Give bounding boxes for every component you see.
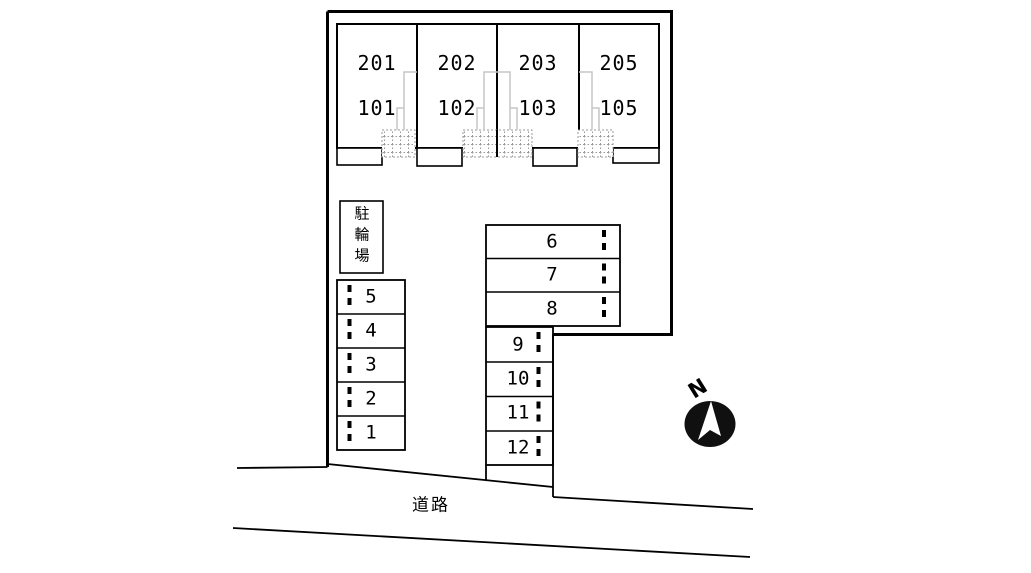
parking-space-9: 9 <box>512 333 524 356</box>
parking-space-5: 5 <box>365 285 377 308</box>
road-edge-left-stub <box>236 466 328 469</box>
unit-105-label: 105 <box>599 96 639 120</box>
parking-space-10: 10 <box>506 367 530 390</box>
stairs-icon-unit-203 <box>497 71 518 130</box>
unit-102-label: 102 <box>437 96 477 120</box>
parking-space-7: 7 <box>546 263 558 286</box>
parking-space-3: 3 <box>365 353 377 376</box>
parking-left-column <box>336 279 406 451</box>
parking-space-2: 2 <box>365 387 377 410</box>
unit-202-label: 202 <box>437 51 477 75</box>
entrance-hatch-3 <box>577 129 614 158</box>
parking-space-6: 6 <box>546 230 558 253</box>
property-boundary-top-right <box>327 10 673 336</box>
building-footing-right <box>612 147 660 164</box>
stairs-icon-unit-205 <box>579 71 600 130</box>
road-edge-lower <box>232 527 751 558</box>
unit-103-label: 103 <box>518 96 558 120</box>
parking-right-column <box>485 326 554 481</box>
road-edge-upper-right <box>552 496 754 510</box>
unit-201-label: 201 <box>357 51 397 75</box>
unit-101-label: 101 <box>357 96 397 120</box>
bicycle-parking-box <box>339 200 384 274</box>
parking-space-12: 12 <box>506 436 530 459</box>
bicycle-parking-label: 駐輪場 <box>352 205 371 269</box>
north-arrow <box>684 401 736 447</box>
unit-205-label: 205 <box>599 51 639 75</box>
parking-space-8: 8 <box>546 297 558 320</box>
unit-203-label: 203 <box>518 51 558 75</box>
road-label: 道路 <box>412 495 450 516</box>
property-front-edge <box>327 463 554 488</box>
parking-space-1: 1 <box>365 421 377 444</box>
building-footing-left <box>336 147 383 166</box>
compass-needle-icon <box>698 401 721 440</box>
stairs-icon-unit-201 <box>396 71 417 130</box>
entrance-step-2 <box>532 147 578 167</box>
parking-middle-rows <box>485 224 621 327</box>
entrance-hatch-1 <box>381 129 416 158</box>
parking-space-11: 11 <box>506 401 530 424</box>
parking-space-4: 4 <box>365 319 377 342</box>
stairs-icon-unit-202 <box>476 71 497 130</box>
entrance-step-1 <box>416 147 463 167</box>
